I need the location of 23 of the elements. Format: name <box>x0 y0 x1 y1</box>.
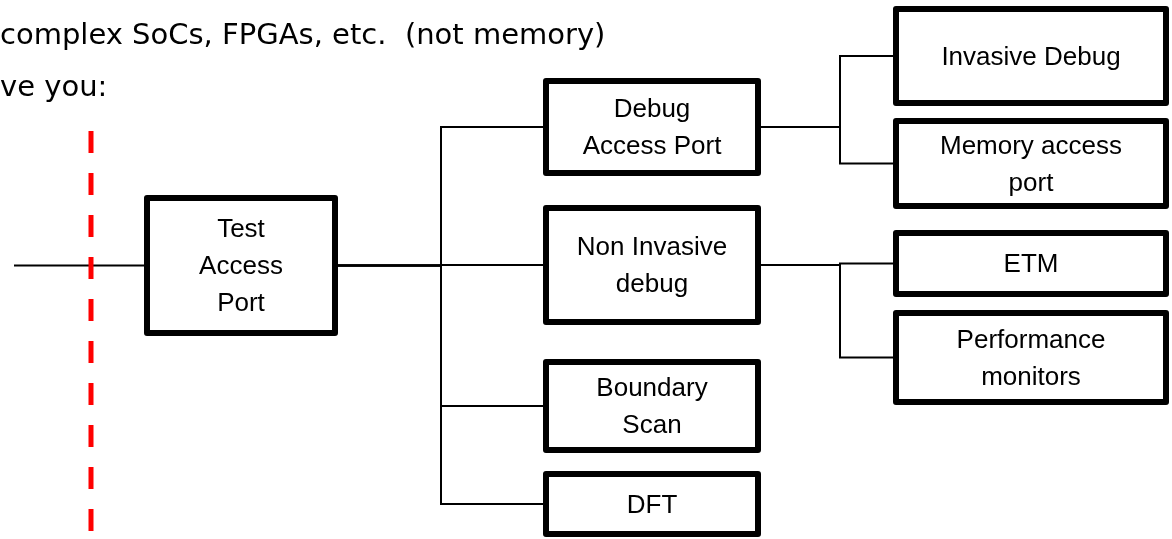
process-box <box>543 205 761 325</box>
box-label: ETM <box>1002 247 1060 280</box>
process-box <box>543 471 761 537</box>
heading-text: complex SoCs, FPGAs, etc. (not memory) <box>0 16 606 52</box>
connector-line <box>337 264 544 505</box>
connector-line <box>760 264 894 359</box>
process-box <box>144 195 338 336</box>
process-box <box>543 78 761 176</box>
process-box <box>893 118 1169 209</box>
box-label: Invasive Debug <box>940 39 1122 73</box>
box-label: DFT <box>625 487 679 521</box>
box-label: Memory access port <box>938 128 1123 199</box>
process-box <box>893 6 1169 106</box>
box-label: Debug Access Port <box>581 92 723 162</box>
box-label: Test Access Port <box>198 212 284 319</box>
box-label: Boundary Scan <box>595 371 709 441</box>
process-box <box>893 310 1169 405</box>
heading-text: ve you: <box>0 68 108 104</box>
process-box <box>543 359 761 453</box>
box-label: Non Invasive debug <box>575 230 729 300</box>
connector-line <box>13 264 145 267</box>
process-box <box>893 230 1169 297</box>
box-label: Performance monitors <box>955 322 1107 393</box>
